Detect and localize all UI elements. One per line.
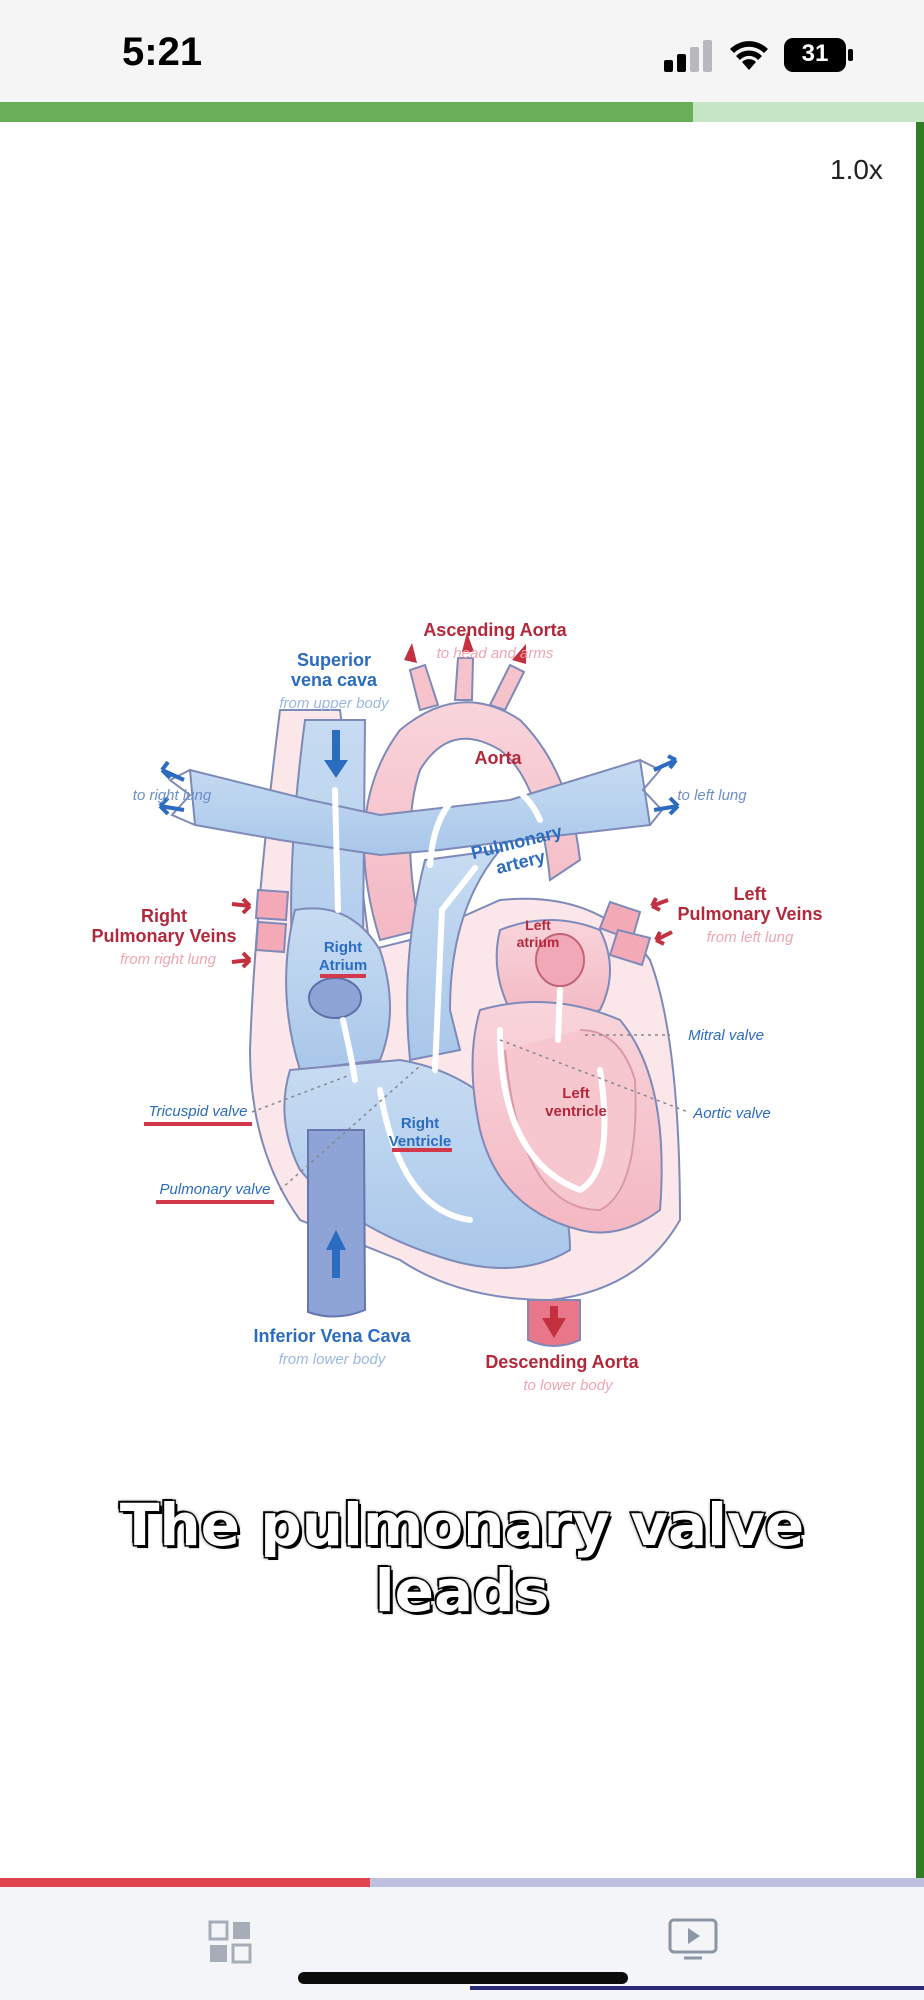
- lesson-progress-bar: [0, 102, 924, 122]
- lesson-progress-fill: [0, 102, 693, 122]
- battery-level: 31: [801, 40, 829, 67]
- label-right-pulmonary-veins-2: Pulmonary Veins: [91, 926, 236, 946]
- label-superior-vena-cava-2: vena cava: [291, 670, 378, 690]
- label-ascending-aorta-sub: to head and arms: [437, 645, 554, 662]
- label-left-ventricle-2: ventricle: [545, 1103, 607, 1120]
- label-right-atrium-2: Atrium: [319, 957, 367, 974]
- video-player-icon[interactable]: [668, 1918, 718, 1962]
- video-caption: The pulmonary valve leads: [62, 1491, 862, 1626]
- caption-line-2: leads: [373, 1557, 550, 1626]
- heart-diagram: Ascending Aorta to head and arms Superio…: [91, 620, 822, 1394]
- bottom-accent-line: [470, 1986, 924, 1990]
- label-left-ventricle: Left: [562, 1085, 590, 1102]
- label-descending-aorta-sub: to lower body: [523, 1377, 614, 1394]
- label-aortic-valve: Aortic valve: [692, 1105, 771, 1122]
- cellular-signal-icon: [664, 40, 712, 72]
- label-inferior-vena-cava: Inferior Vena Cava: [253, 1326, 411, 1346]
- playback-speed-button[interactable]: 1.0x: [830, 154, 883, 185]
- label-right-atrium: Right: [324, 939, 362, 956]
- label-inferior-vena-cava-sub: from lower body: [279, 1351, 387, 1368]
- label-superior-vena-cava-sub: from upper body: [279, 695, 390, 712]
- label-ascending-aorta: Ascending Aorta: [423, 620, 567, 640]
- label-right-ventricle-2: Ventricle: [389, 1133, 452, 1150]
- label-mitral-valve: Mitral valve: [688, 1027, 764, 1044]
- wifi-icon: [730, 41, 768, 70]
- label-left-pulmonary-veins-2: Pulmonary Veins: [677, 904, 822, 924]
- label-left-atrium-2: atrium: [517, 934, 560, 950]
- grid-icon[interactable]: [208, 1920, 252, 1964]
- status-bar: [0, 0, 924, 102]
- video-progress-fill: [0, 1878, 370, 1887]
- label-right-ventricle: Right: [401, 1115, 439, 1132]
- label-tricuspid-valve: Tricuspid valve: [149, 1103, 248, 1120]
- label-to-left-lung: to left lung: [677, 787, 747, 804]
- label-left-atrium: Left: [525, 917, 551, 933]
- label-to-right-lung: to right lung: [133, 787, 212, 804]
- caption-line-1: The pulmonary valve: [118, 1491, 805, 1560]
- video-progress-bar[interactable]: [0, 1878, 924, 1887]
- label-right-pulmonary-veins: Right: [141, 906, 187, 926]
- edge-indicator: [916, 122, 924, 1882]
- home-indicator[interactable]: [298, 1972, 628, 1984]
- label-pulmonary-valve: Pulmonary valve: [160, 1181, 271, 1198]
- battery-icon: [784, 38, 853, 72]
- label-superior-vena-cava: Superior: [297, 650, 371, 670]
- label-right-pulmonary-veins-sub: from right lung: [120, 951, 217, 968]
- status-time: 5:21: [122, 30, 203, 74]
- label-left-pulmonary-veins-sub: from left lung: [707, 929, 794, 946]
- label-left-pulmonary-veins: Left: [734, 884, 767, 904]
- label-descending-aorta: Descending Aorta: [485, 1352, 639, 1372]
- label-aorta: Aorta: [474, 748, 522, 768]
